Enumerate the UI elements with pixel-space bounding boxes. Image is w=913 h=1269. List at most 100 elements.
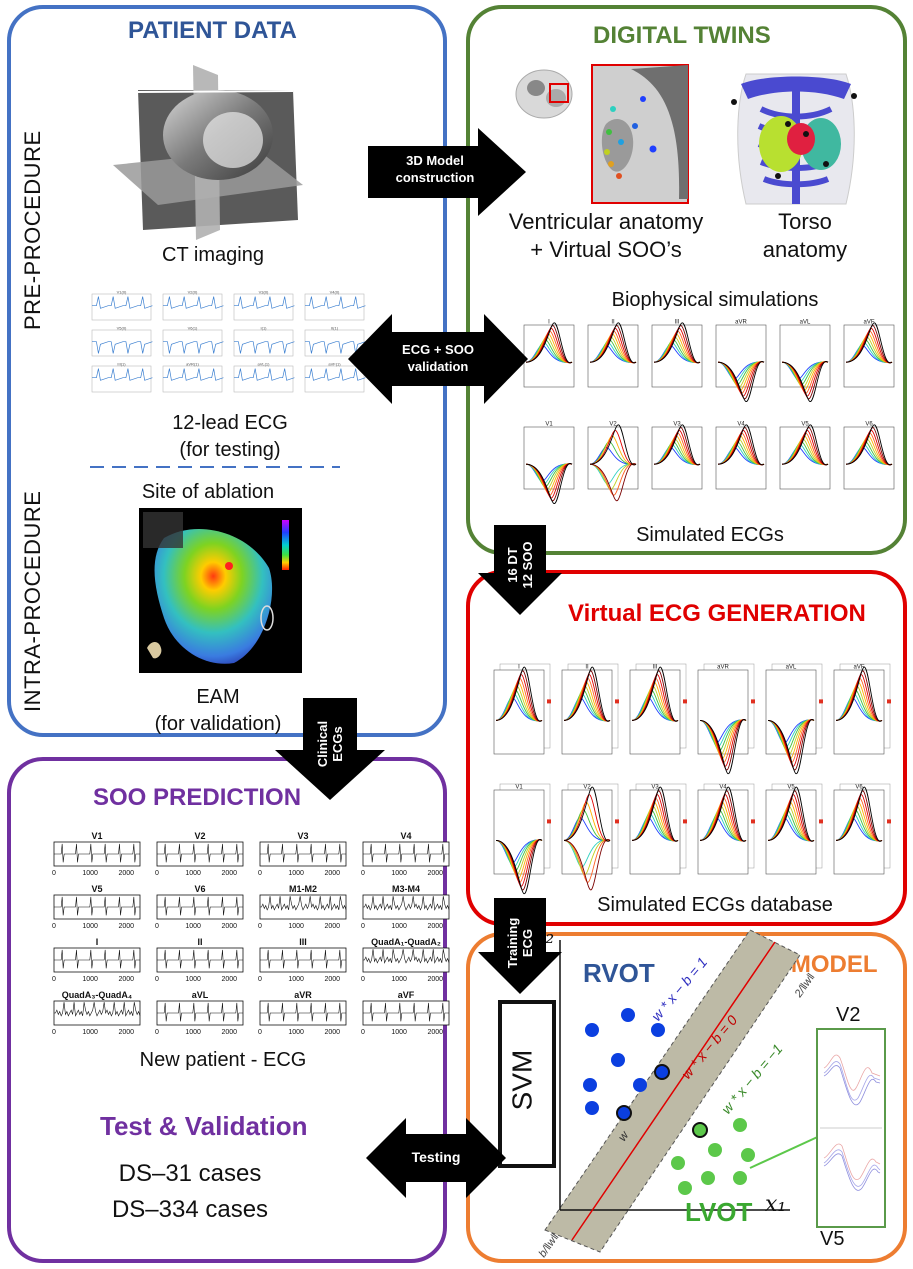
ecg-12-lead-image: V1(0)V2(0)V3(0)V4(0)V5(0)V6(1)I(1)II(1)I… [91,290,366,393]
ventricular-anatomy-label: Ventricular anatomy+ Virtual SOO’s [508,209,704,262]
svg-text:1000: 1000 [288,976,304,983]
svg-text:aVF: aVF [398,990,415,1000]
svg-text:V6: V6 [855,785,863,791]
svg-text:III(1): III(1) [117,362,126,367]
ct-imaging-label: CT imaging [162,244,264,266]
lead-waveform-inset [816,1028,886,1228]
svg-text:2000: 2000 [118,1029,134,1036]
svg-text:1000: 1000 [82,1029,98,1036]
svg-text:2000: 2000 [324,1029,340,1036]
svg-text:2000: 2000 [427,976,443,983]
x1-label: x₁ [765,1192,787,1217]
svg-text:I: I [518,665,520,671]
svg-text:1000: 1000 [185,870,201,877]
svg-text:1000: 1000 [82,870,98,877]
dt-arrow [478,525,562,615]
svg-text:0: 0 [258,1029,262,1036]
soo-prediction-title: SOO PREDICTION [93,784,302,811]
svg-text:2000: 2000 [427,870,443,877]
ds31-label: DS–31 cases [118,1160,262,1187]
ecg-soo-validation-arrow [348,314,528,404]
virtual-soo-dots [604,96,657,179]
svg-text:I(1): I(1) [261,326,268,331]
svg-text:1000: 1000 [288,1029,304,1036]
virtual-ecg-title: Virtual ECG GENERATION [568,600,866,627]
ablation-label: Site of ablation [141,481,275,503]
svg-text:aVL: aVL [800,320,811,326]
svg-text:0: 0 [155,1029,159,1036]
svg-text:V2: V2 [583,785,591,791]
svg-text:V1: V1 [91,831,102,841]
svg-text:V3: V3 [297,831,308,841]
ventricle-zoom-image [591,64,689,204]
clinical-ecgs-arrow [275,698,385,800]
svg-text:0: 0 [52,1029,56,1036]
svg-text:0: 0 [361,870,365,877]
ct-imaging-image [113,65,303,240]
new-patient-label: New patient - ECG [139,1049,307,1071]
digital-twins-title: DIGITAL TWINS [593,22,771,49]
lvot-label: LVOT [685,1197,753,1227]
svg-text:V6: V6 [194,884,205,894]
ds334-label: DS–334 cases [111,1196,269,1223]
svg-text:0: 0 [52,870,56,877]
svg-text:0: 0 [258,870,262,877]
svg-text:I: I [96,937,99,947]
svg-text:V5: V5 [91,884,102,894]
svg-text:V2(0): V2(0) [188,290,198,295]
svg-text:II: II [197,937,202,947]
svg-text:1000: 1000 [185,923,201,930]
svg-text:aVL: aVL [786,665,797,671]
svg-text:V6(1): V6(1) [188,326,198,331]
svg-text:III: III [299,937,307,947]
svg-text:0: 0 [155,923,159,930]
rvot-support-vector-2 [616,1105,632,1121]
svg-text:aVF: aVF [863,320,874,326]
svg-text:aVR: aVR [294,990,312,1000]
svg-text:aVR(1): aVR(1) [186,362,199,367]
eam-label: EAM(for validation) [154,686,282,735]
svg-text:2000: 2000 [221,976,237,983]
svg-text:1000: 1000 [391,1029,407,1036]
svg-text:III: III [674,320,679,326]
svg-text:2000: 2000 [118,976,134,983]
rvot-label: RVOT [583,958,655,988]
svg-text:V6: V6 [865,422,873,428]
svg-text:1000: 1000 [288,870,304,877]
svg-text:M1-M2: M1-M2 [289,884,317,894]
svg-text:2000: 2000 [118,923,134,930]
patient-data-title: PATIENT DATA [128,17,297,44]
svg-text:V5: V5 [801,422,809,428]
svg-text:V1: V1 [515,785,523,791]
ecg-12-lead-label: 12-lead ECG(for testing) [172,412,288,461]
test-validation-title: Test & Validation [100,1111,308,1141]
intra-procedure-label: INTRA-PROCEDURE [20,490,45,712]
svg-text:V4: V4 [737,422,745,428]
svg-text:2/‖w‖: 2/‖w‖ [792,971,817,1000]
svm-box [498,1000,556,1168]
svg-text:0: 0 [258,923,262,930]
svg-text:V1(0): V1(0) [117,290,127,295]
svg-text:V2: V2 [609,422,617,428]
torso-image [731,73,857,205]
rvot-points [583,1008,665,1115]
svg-text:V3(0): V3(0) [259,290,269,295]
svg-text:1000: 1000 [82,976,98,983]
svm-plot: w * x − b = 1 w * x − b = 0 w * x − b = … [537,929,826,1260]
svg-text:1000: 1000 [185,976,201,983]
model-construction-arrow [368,128,526,216]
svg-text:QuadA₁-QuadA₂: QuadA₁-QuadA₂ [371,937,441,947]
svg-text:V1: V1 [545,422,553,428]
svg-text:aVF(1): aVF(1) [328,362,341,367]
svg-text:0: 0 [361,1029,365,1036]
svg-text:2000: 2000 [324,870,340,877]
svg-text:aVL: aVL [192,990,209,1000]
svg-text:1000: 1000 [185,1029,201,1036]
svg-text:0: 0 [52,976,56,983]
svg-text:V4(0): V4(0) [330,290,340,295]
